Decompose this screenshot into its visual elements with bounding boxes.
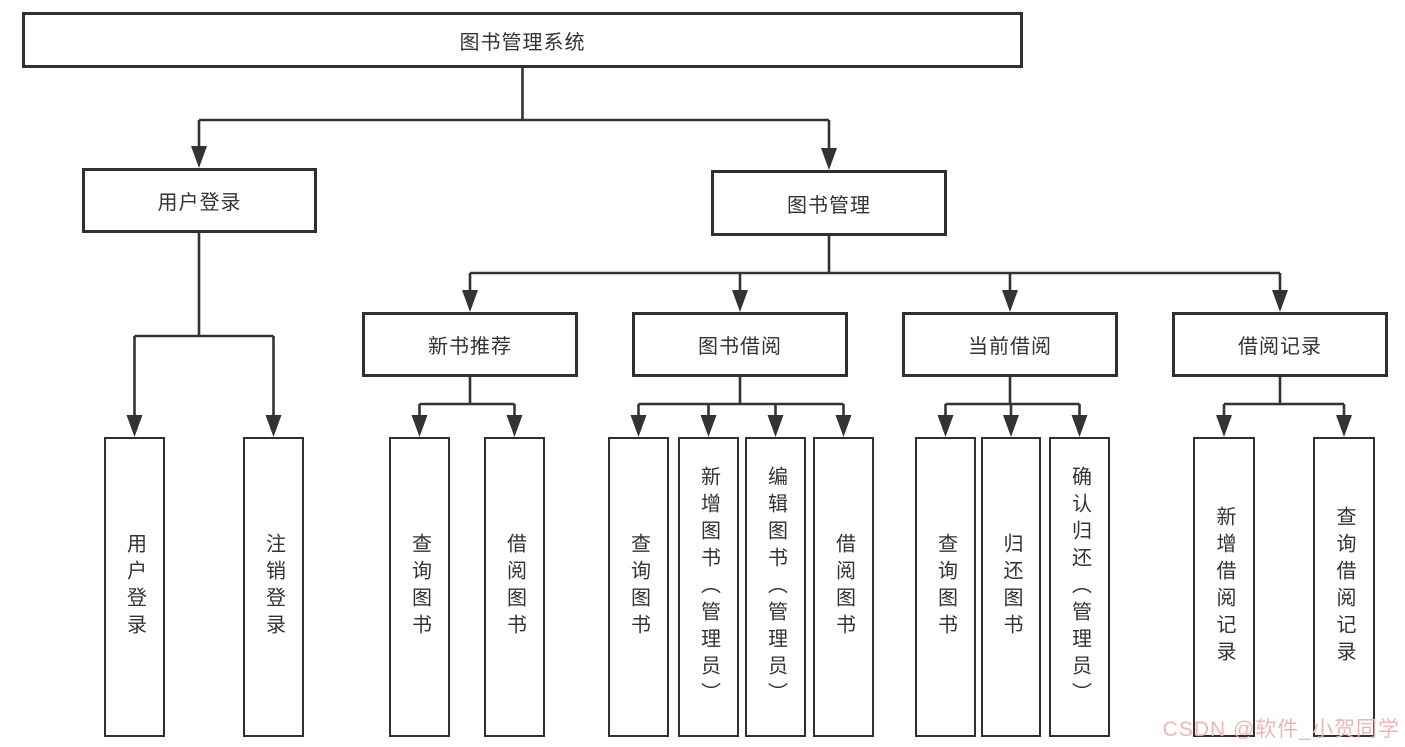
arrowhead-icon [937, 415, 954, 437]
node-root-library-system: 图书管理系统 [22, 12, 1023, 68]
arrowhead-icon [1071, 415, 1088, 437]
arrowhead-icon [1336, 415, 1352, 437]
leaf-query-books-current: 查询图书 [915, 437, 976, 737]
leaf-add-books-admin: 新增图书（管理员） [678, 437, 739, 737]
arrowhead-icon [630, 415, 647, 437]
arrowhead-icon [265, 415, 282, 437]
leaf-confirm-return-admin: 确认归还（管理员） [1049, 437, 1110, 737]
node-borrow-records: 借阅记录 [1172, 312, 1388, 377]
arrowhead-icon [700, 415, 717, 437]
arrowhead-icon [1002, 290, 1018, 312]
node-new-book-recommend: 新书推荐 [362, 312, 578, 377]
node-book-management: 图书管理 [711, 170, 947, 236]
leaf-edit-books-admin: 编辑图书（管理员） [745, 437, 806, 737]
arrowhead-icon [1003, 415, 1019, 437]
leaf-add-borrow-record: 新增借阅记录 [1193, 437, 1255, 737]
arrowhead-icon [1216, 415, 1232, 437]
leaf-user-login: 用户登录 [104, 437, 165, 737]
leaf-query-books-borrow: 查询图书 [608, 437, 669, 737]
arrowhead-icon [462, 290, 478, 312]
arrowhead-icon [506, 415, 523, 437]
arrowhead-icon [821, 148, 837, 170]
arrowhead-icon [191, 146, 207, 168]
leaf-borrow-books: 借阅图书 [813, 437, 874, 737]
node-current-borrow: 当前借阅 [902, 312, 1118, 377]
leaf-return-books: 归还图书 [981, 437, 1041, 737]
arrowheads [126, 146, 1352, 437]
csdn-watermark: CSDN @软件_小贺同学 [1162, 718, 1400, 741]
node-user-login: 用户登录 [82, 168, 317, 233]
leaf-logout: 注销登录 [243, 437, 304, 737]
arrowhead-icon [126, 415, 143, 437]
leaf-query-books-recommend: 查询图书 [389, 437, 450, 737]
arrowhead-icon [1272, 290, 1288, 312]
arrowhead-icon [835, 415, 852, 437]
arrowhead-icon [732, 290, 748, 312]
leaf-query-borrow-record: 查询借阅记录 [1313, 437, 1375, 737]
arrowhead-icon [411, 415, 428, 437]
leaf-borrow-books-recommend: 借阅图书 [484, 437, 545, 737]
arrowhead-icon [767, 415, 784, 437]
node-book-borrow: 图书借阅 [632, 312, 848, 377]
